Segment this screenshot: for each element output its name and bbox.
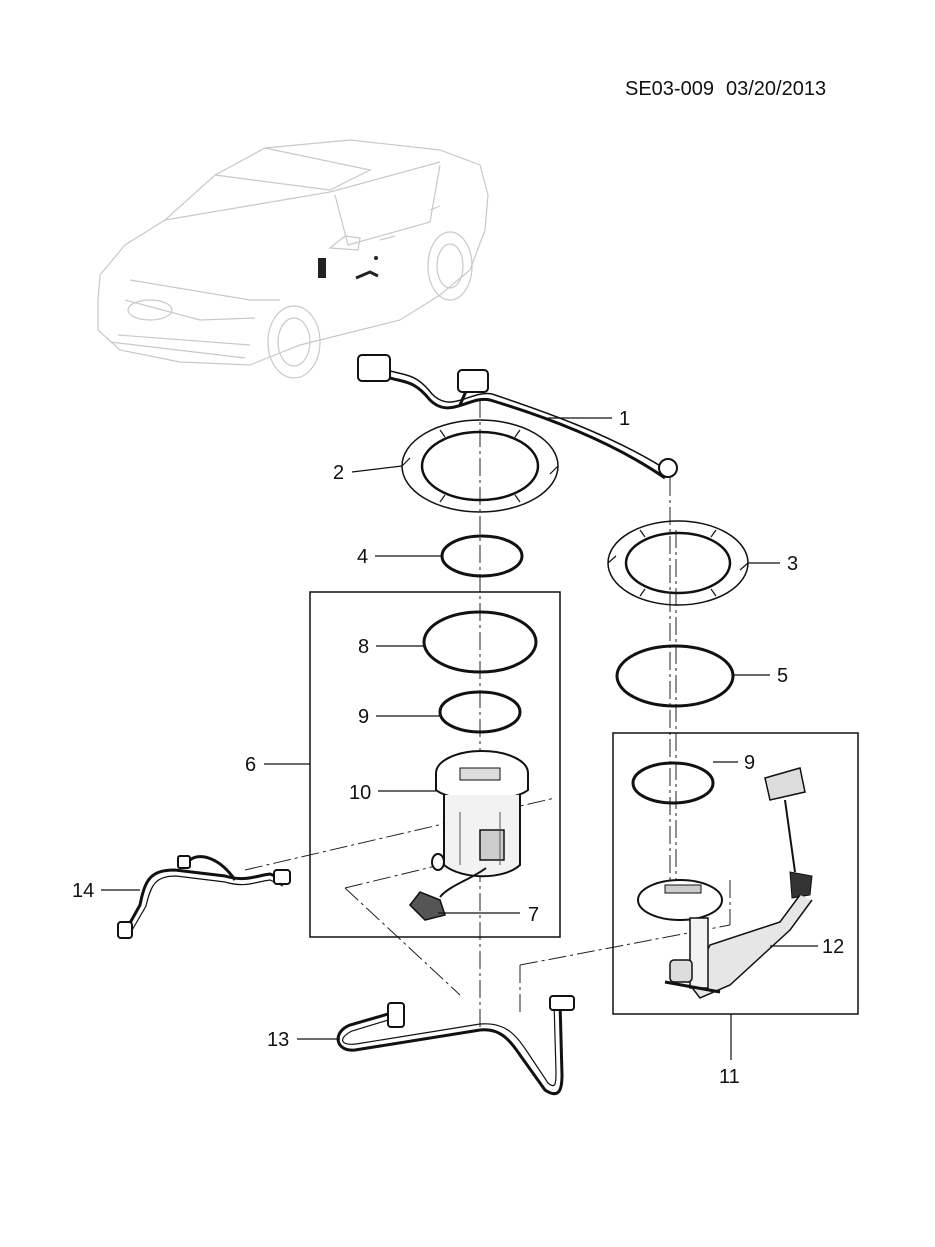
svg-text:7: 7 [528,904,539,926]
svg-text:6: 6 [245,754,256,776]
callout-13: 13 [267,1029,340,1051]
callout-9b: 9 [713,752,755,774]
fuel-level-sender [689,767,813,999]
svg-text:2: 2 [333,462,344,484]
fuel-line-14 [117,855,291,939]
svg-text:9: 9 [744,752,755,774]
svg-text:4: 4 [357,546,368,568]
callout-2: 2 [333,462,403,484]
callout-4: 4 [357,546,442,568]
svg-text:1: 1 [619,408,630,430]
svg-text:14: 14 [72,880,94,902]
diagram-code: SE03-009 [625,78,714,100]
svg-text:9: 9 [358,706,369,728]
svg-text:13: 13 [267,1029,289,1051]
callout-9a: 9 [358,706,440,728]
callout-11: 11 [719,1014,740,1088]
wiring-harness [357,354,678,480]
vehicle-illustration [97,139,489,379]
callout-3: 3 [748,553,798,575]
seal-9a [438,690,522,734]
locking-ring-3 [607,520,749,606]
transfer-assembly [637,879,723,994]
svg-text:12: 12 [822,936,844,958]
svg-text:8: 8 [358,636,369,658]
seal-4 [440,534,524,578]
float-sender-7 [409,867,487,921]
diagram-date: 03/20/2013 [725,78,827,100]
kit-box-11 [612,732,859,1015]
callout-7: 7 [438,904,539,926]
diagram-header: SE03-009 03/20/2013 [625,78,826,101]
callout-6: 6 [245,754,310,776]
callout-14: 14 [72,880,140,902]
svg-text:5: 5 [777,665,788,687]
seal-5 [615,644,735,708]
callout-5: 5 [733,665,788,687]
callout-1: 1 [548,408,630,430]
fuel-pump-module [431,750,529,878]
seal-8 [422,610,538,674]
seal-9b [631,761,715,805]
callout-8: 8 [358,636,424,658]
svg-text:3: 3 [787,553,798,575]
callout-12: 12 [770,936,844,958]
svg-text:11: 11 [719,1066,740,1088]
callout-10: 10 [349,782,436,804]
fuel-line-13 [336,995,575,1096]
svg-text:10: 10 [349,782,371,804]
